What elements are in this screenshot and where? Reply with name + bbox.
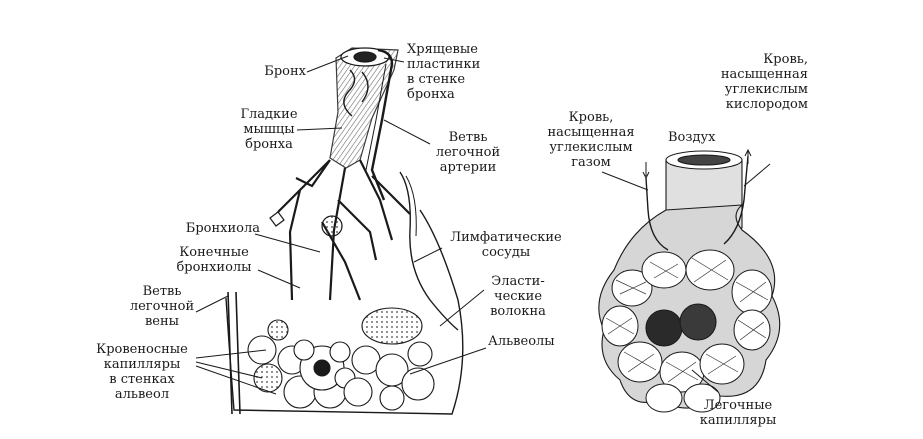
label-pulmonary-vein-branch: Ветвь легочной вены xyxy=(129,284,195,329)
dark-alveolus-2 xyxy=(679,303,717,341)
lymph-vessel xyxy=(399,171,459,331)
label-air: Воздух xyxy=(668,130,716,145)
capillary-mesh xyxy=(601,249,773,413)
bronchial-tree xyxy=(225,47,464,415)
dark-alveolus-1 xyxy=(645,309,683,347)
label-blood-o2: Кровь, насыщенная углекислым кислородом xyxy=(720,52,808,112)
label-lymph-vessels: Лимфатические сосуды xyxy=(450,230,562,260)
alveolar-sac xyxy=(598,148,781,413)
label-bronchiole: Бронхиола xyxy=(185,221,260,236)
label-bronchus: Бронх xyxy=(264,64,306,79)
label-smooth-muscle: Гладкие мышцы бронха xyxy=(240,107,298,152)
label-alveoli: Альвеолы xyxy=(488,334,555,349)
leader-lines-right xyxy=(601,163,771,393)
label-terminal-bronchioles: Конечные бронхиолы xyxy=(176,245,252,275)
artery-vessel xyxy=(370,48,394,201)
o2-vessel xyxy=(723,155,749,245)
bronchiole-branches xyxy=(277,159,411,301)
label-capillaries-in-walls: Кровеносные капилляры в стенках альвеол xyxy=(96,342,188,402)
label-lung-capillaries: Легочные капилляры xyxy=(699,398,777,428)
alveoli-cluster xyxy=(247,307,435,411)
label-pulmonary-artery-branch: Ветвь легочной артерии xyxy=(435,130,501,175)
co2-vessel xyxy=(645,177,669,251)
label-cartilage: Хрящевые пластинки в стенке бронха xyxy=(407,42,481,102)
label-elastic-fibers: Эласти- ческие волокна xyxy=(490,274,546,319)
label-blood-co2: Кровь, насыщенная углекислым газом xyxy=(547,110,635,170)
leader-lines-left xyxy=(195,55,487,395)
